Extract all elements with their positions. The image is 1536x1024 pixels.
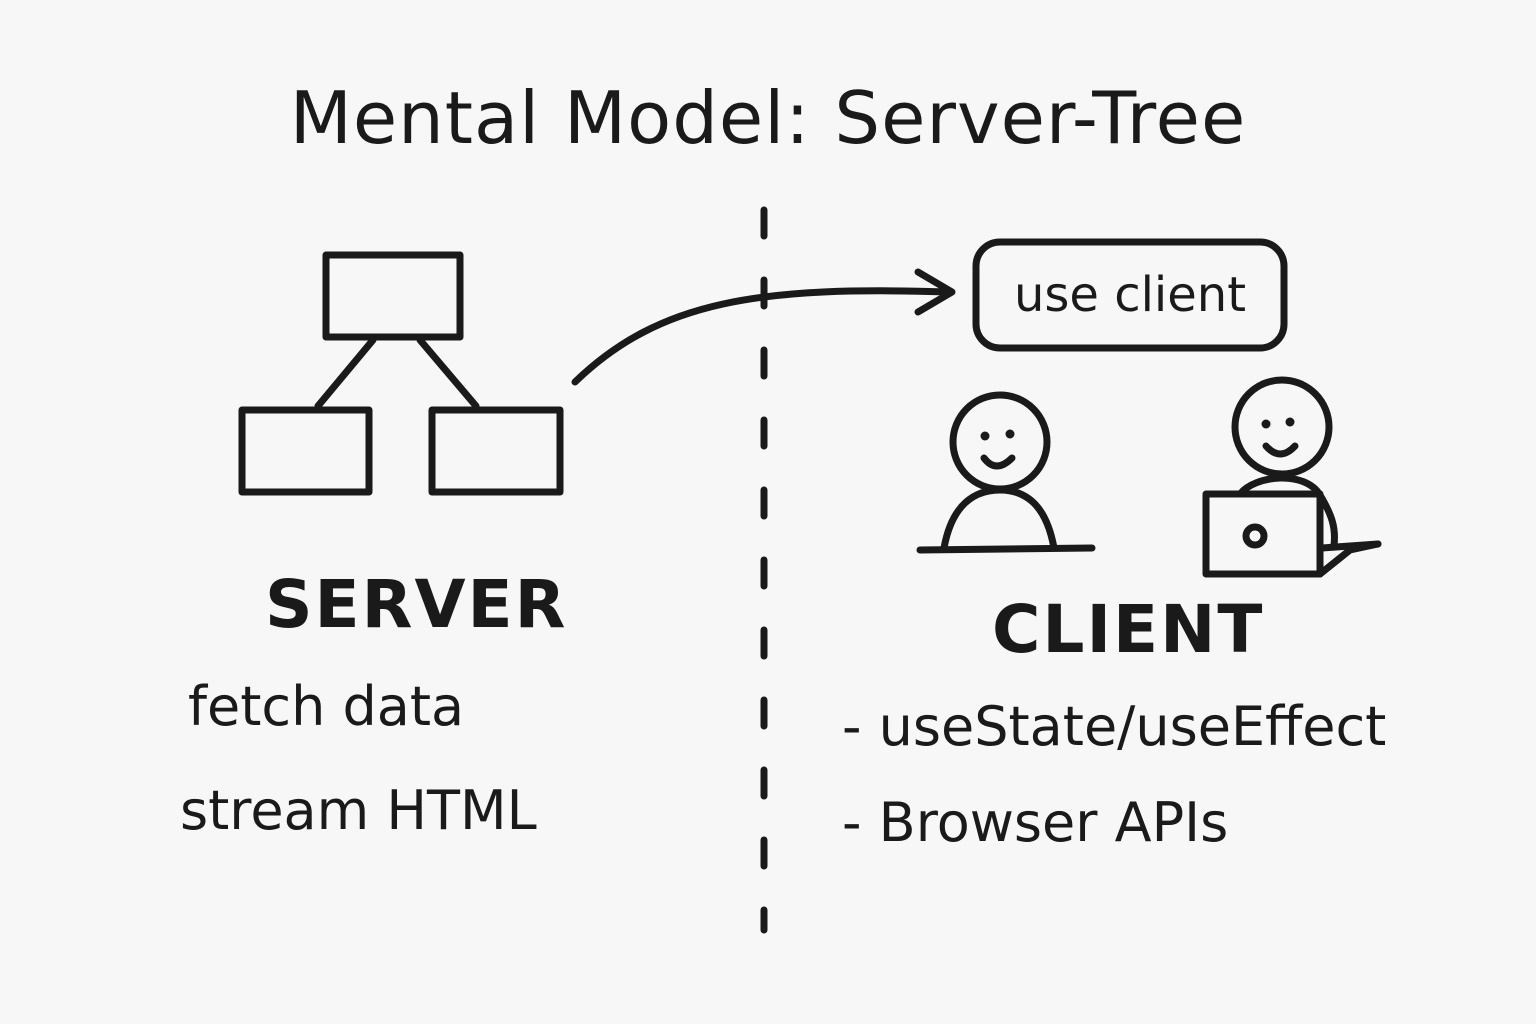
- tree-right-edge: [416, 336, 480, 410]
- client-item-browser-apis: - Browser APIs: [842, 791, 1229, 854]
- person-head: [1231, 376, 1333, 478]
- arrow-icon: [571, 268, 956, 386]
- tree-diagram-icon: [238, 251, 564, 496]
- person-eye-left: [980, 431, 990, 441]
- person-eye-right: [1285, 417, 1295, 427]
- arrow-curve: [571, 287, 954, 386]
- arrow-head: [914, 268, 956, 316]
- diagram-title: Mental Model: Server-Tree: [289, 76, 1247, 160]
- person-eye-right: [1005, 429, 1015, 439]
- client-item-hooks: - useState/useEffect: [842, 695, 1387, 758]
- server-item-fetch-data: fetch data: [188, 675, 465, 738]
- laptop-table-line: [1318, 540, 1382, 552]
- use-client-badge-box: [972, 238, 1288, 352]
- person-with-laptop-icon: [1202, 376, 1382, 578]
- tree-right-node: [428, 406, 564, 496]
- laptop-screen: [1202, 490, 1324, 578]
- person-head: [949, 391, 1051, 493]
- tree-left-node: [238, 406, 373, 496]
- use-client-badge-label: use client: [1013, 267, 1247, 323]
- person-table-line: [916, 544, 1096, 554]
- server-label: SERVER: [265, 566, 568, 643]
- server-item-stream-html: stream HTML: [180, 779, 537, 842]
- tree-left-edge: [314, 336, 377, 410]
- person-smile: [1262, 442, 1299, 458]
- person-eye-left: [1261, 419, 1271, 429]
- person-smile: [980, 454, 1016, 470]
- client-label: CLIENT: [992, 591, 1265, 668]
- person-icon: [916, 391, 1096, 554]
- laptop-logo: [1242, 523, 1268, 549]
- tree-root-node: [322, 251, 464, 341]
- person-body: [940, 486, 1058, 552]
